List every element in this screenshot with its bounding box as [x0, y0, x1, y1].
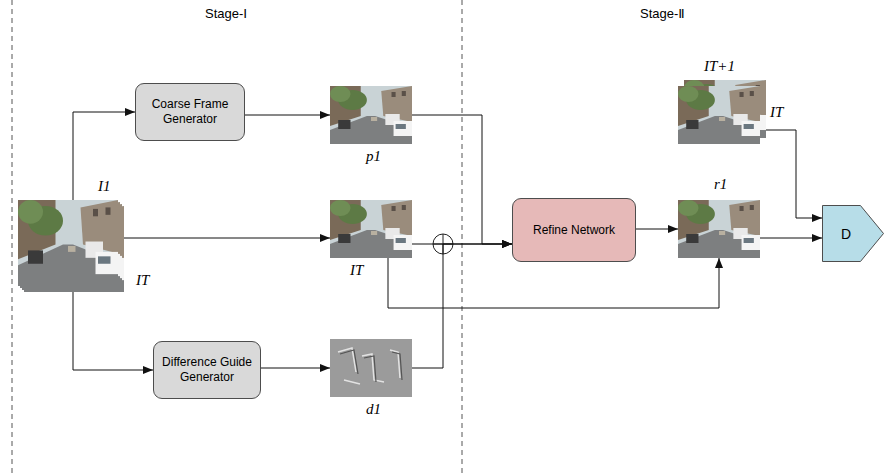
image-frame: r1: [678, 200, 760, 258]
image-frame: I1IT: [18, 200, 124, 292]
image-caption: d1: [366, 401, 381, 418]
connector-arrow: [388, 258, 719, 308]
connector-arrow: [412, 244, 512, 368]
box-label: Difference Guide Generator: [160, 355, 254, 385]
connector-arrow: [245, 115, 330, 116]
image-caption: IT: [136, 272, 149, 289]
frame-photo: [678, 86, 760, 144]
connector-arrow: [412, 115, 512, 244]
difference-map: [330, 339, 412, 397]
image-caption: p1: [366, 148, 381, 165]
image-frame: p1: [330, 86, 412, 144]
connector-arrow: [766, 130, 822, 218]
connector-arrow: [73, 292, 153, 370]
image-frame: IT+1IT: [678, 80, 766, 144]
box-label: D: [841, 226, 851, 242]
box-label: Coarse Frame Generator: [142, 97, 238, 127]
discriminator-shape: D: [822, 205, 884, 262]
image-caption: IT: [770, 104, 783, 121]
connector-arrow: [73, 112, 135, 200]
pentagon-outline: [822, 205, 884, 262]
image-caption: IT: [350, 262, 363, 279]
frame-photo: [330, 200, 412, 258]
process-box: Coarse Frame Generator: [135, 83, 245, 141]
image-caption: r1: [714, 176, 727, 193]
frame-photo: [330, 86, 412, 144]
stage-label: Stage-Ⅱ: [640, 6, 685, 21]
image-caption: IT+1: [704, 58, 735, 75]
connector-arrow: [636, 229, 678, 230]
stage-label: Stage-Ⅰ: [205, 6, 247, 21]
box-label: Refine Network: [533, 223, 615, 238]
process-box: Refine Network: [512, 198, 636, 262]
frame-photo: [678, 200, 760, 258]
connector-arrow: [760, 238, 822, 239]
process-box: Difference Guide Generator: [153, 341, 261, 399]
stage-divider: [12, 0, 13, 476]
stage-divider: [462, 0, 463, 476]
image-frame: d1: [330, 339, 412, 397]
connector-arrow: [261, 368, 330, 369]
image-frame: IT: [330, 200, 412, 258]
connector-arrow: [124, 238, 330, 239]
image-caption: I1: [98, 178, 111, 195]
frame-photo: [18, 200, 118, 286]
